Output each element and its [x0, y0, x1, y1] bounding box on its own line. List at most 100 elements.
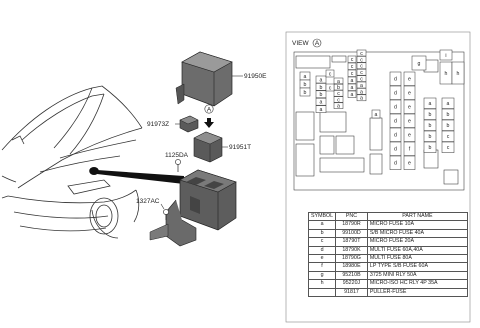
fuse-slot-label: a — [447, 101, 450, 107]
legend-symbol: f — [307, 262, 337, 272]
fuse-slot-label: a — [429, 101, 432, 107]
fuse-slot — [356, 56, 367, 63]
fuse-slot — [451, 61, 465, 85]
fuse-slot — [441, 108, 455, 120]
fuse-slot — [347, 83, 357, 91]
fuse-slot-label: e — [408, 161, 411, 167]
fuse-slot — [356, 62, 367, 70]
legend-part-name: LP TYPE S/B FUSE 60A — [366, 262, 469, 272]
fuse-slot-label: b — [304, 90, 307, 96]
fuse-slot — [325, 69, 335, 78]
junction-module — [193, 131, 223, 163]
fuse-slot-label: c — [329, 85, 332, 91]
callout-91950E: 91950E — [244, 73, 267, 80]
fuse-slot-label: a — [360, 96, 363, 102]
fuse-slot — [389, 141, 402, 156]
fuse-slot — [315, 105, 327, 113]
legend-part-name: MULTI FUSE 60A,40A — [366, 245, 469, 256]
legend-symbol: c — [307, 237, 337, 247]
screw — [163, 209, 169, 220]
fuse-slot — [333, 77, 344, 85]
fuse-layout — [293, 51, 465, 191]
fuse-slot-label: e — [408, 119, 411, 125]
fuse-slot — [439, 49, 453, 61]
fuse-slot-label: c — [360, 77, 363, 83]
fuse-slot-label: c — [447, 145, 450, 151]
fuse-slot — [423, 141, 437, 153]
fuse-slot-label: d — [394, 105, 397, 111]
fuse-slot-label: c — [351, 71, 354, 77]
fuse-slot-label: c — [351, 64, 354, 70]
fuse-slot-label: a — [320, 107, 323, 113]
fuse-slot — [347, 62, 357, 70]
leader-line — [160, 203, 165, 210]
legend-symbol: g — [307, 270, 337, 281]
fuse-slot — [315, 97, 327, 106]
fuse-slot-label: c — [337, 91, 340, 97]
leader-wedge — [97, 170, 184, 184]
relay-part — [179, 115, 199, 133]
callout-1327AC: 1327AC — [136, 198, 160, 205]
fuse-slot — [403, 71, 416, 86]
fuse-slot-label: b — [447, 112, 450, 118]
fuse-slot — [347, 90, 357, 98]
fuse-slot-label: b — [337, 85, 340, 91]
fuse-slot — [423, 130, 437, 142]
fuse-cells: cccaaaabbaacccccaaaabccadddddddeeeeefeab… — [299, 49, 465, 170]
legend-pnc: 99100D — [335, 228, 368, 239]
fuse-slot-label: a — [337, 79, 340, 85]
fuse-slot-label: c — [360, 51, 363, 57]
legend-pnc: 18790T — [335, 237, 368, 247]
legend-symbol: d — [307, 245, 337, 256]
legend-header-part-name: PART NAME — [366, 211, 469, 222]
fuse-slot-label: a — [360, 89, 363, 95]
fuse-slot — [441, 130, 455, 142]
fuse-slot-label: a — [360, 83, 363, 89]
fuse-slot — [356, 94, 367, 102]
fuse-slot-label: c — [447, 134, 450, 140]
fuse-slot-label: g — [418, 61, 421, 67]
view-title: VIEW — [292, 40, 309, 47]
fuse-slot-label: e — [408, 133, 411, 139]
fuse-slot-label: a — [351, 92, 354, 98]
fuse-slot — [403, 155, 416, 170]
fuse-slot — [423, 108, 437, 120]
legend-symbol — [307, 287, 337, 298]
main-fuse-box — [149, 169, 237, 247]
fuse-slot — [315, 90, 327, 99]
fuse-slot — [403, 127, 416, 142]
fuse-slot — [389, 113, 402, 128]
legend-pnc: 18980E — [335, 262, 368, 272]
fuse-slot-label: c — [360, 64, 363, 70]
callout-91951T: 91951T — [229, 144, 251, 151]
legend-pnc: 91817 — [335, 287, 368, 298]
fuse-slot — [371, 109, 381, 119]
fuse-slot-label: f — [409, 147, 411, 153]
fuse-slot-label: b — [304, 82, 307, 88]
fuse-slot-label: h — [457, 71, 460, 77]
legend-part-name: S/B MICRO FUSE 40A — [366, 228, 469, 239]
fuse-slot-label: a — [351, 78, 354, 84]
fuse-slot — [356, 81, 367, 89]
fuse-slot-label: b — [447, 123, 450, 129]
fuse-slot-label: a — [320, 77, 323, 83]
fuse-slot-label: a — [375, 112, 378, 118]
view-title-marker-label: A — [315, 40, 320, 47]
fuse-slot-label: b — [429, 134, 432, 140]
legend-part-name: PULLER-FUSE — [366, 287, 469, 298]
legend-part-name: MICRO FUSE 10A — [366, 220, 469, 230]
fuse-slot — [347, 69, 357, 77]
fuse-slot — [403, 141, 416, 156]
callout-1125DA: 1125DA — [165, 152, 189, 159]
fuse-slot — [441, 97, 455, 109]
fuse-slot — [299, 87, 311, 97]
